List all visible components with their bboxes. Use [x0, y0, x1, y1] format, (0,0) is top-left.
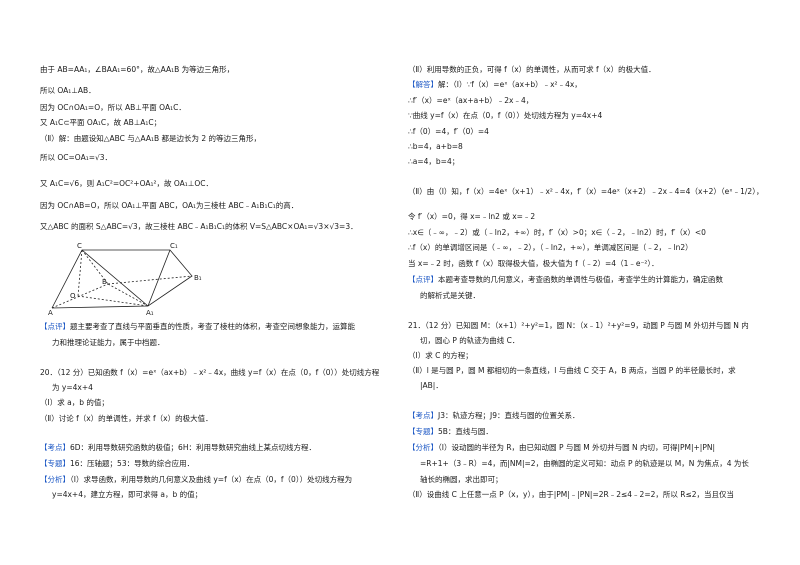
text-line: ∴f′（x）=eˣ（ax+a+b）﹣2x﹣4， — [408, 96, 534, 105]
comment-line-1: 【点评】题主要考查了直线与平面垂直的性质，考查了棱柱的体积，考查空间想象能力，运… — [40, 322, 355, 331]
figure-label-b1: B₁ — [194, 274, 202, 282]
zhuanti-tag: 【专题】 — [40, 459, 70, 468]
q21-line-2: 切，圆心 P 的轨迹为曲线 C． — [420, 336, 520, 345]
text-line: 所以 OA₁⊥AB． — [40, 86, 96, 95]
text-line: 当 x=﹣2 时，函数 f（x）取得极大值，极大值为 f（﹣2）=4（1﹣e⁻²… — [408, 259, 659, 268]
text-line: 因为 OC∩AB=O，所以 OA₁⊥平面 ABC，OA₁为三棱柱 ABC﹣A₁B… — [40, 201, 299, 210]
comment-line-2: 力和推理论证能力，属于中档题． — [52, 338, 165, 347]
jieda-line: 【解答】解：（Ⅰ）∵f（x）=eˣ（ax+b）﹣x²﹣4x， — [408, 80, 582, 89]
fenxi-line-right-1: 【分析】（Ⅰ）设动圆的半径为 R，由已知动圆 P 与圆 M 外切并与圆 N 内切… — [408, 443, 715, 452]
text-line: 因为 OC∩OA₁=O，所以 AB⊥平面 OA₁C． — [40, 103, 186, 112]
zhuanti-line: 【专题】16：压轴题；53：导数的综合应用． — [40, 459, 195, 468]
dianping-line-2: 的解析式是关键． — [420, 291, 480, 300]
figure-label-b: B — [102, 278, 107, 286]
zhuanti-line-right: 【专题】5B：直线与圆． — [408, 427, 493, 436]
text-line: （Ⅱ）解：由题设知△ABC 与△AA₁B 都是边长为 2 的等边三角形， — [40, 134, 262, 143]
prism-figure: C C₁ B B₁ O A A₁ — [48, 242, 202, 315]
text-line: 由于 AB=AA₁，∠BAA₁=60°，故△AA₁B 为等边三角形， — [40, 65, 235, 74]
text-line: 所以 OC=OA₁=√3． — [40, 153, 113, 162]
fenxi-tag: 【分析】 — [40, 475, 70, 484]
q21-part-2b: |AB|． — [420, 381, 443, 390]
jieda-tag: 【解答】 — [408, 80, 438, 89]
fenxi-line-1: 【分析】（Ⅰ）求导函数，利用导数的几何意义及曲线 y=f（x）在点（0，f（0）… — [40, 475, 353, 484]
fenxi-line-2: y=4x+4，建立方程，即可求得 a，b 的值； — [52, 490, 203, 499]
text-line: 又△ABC 的面积 S△ABC=√3，故三棱柱 ABC﹣A₁B₁C₁的体积 V=… — [40, 222, 358, 231]
text-line: ∴x∈（﹣∞，﹣2）或（﹣ln2，+∞）时，f′（x）>0；x∈（﹣2，﹣ln2… — [408, 228, 706, 237]
text-line: ∴b=4，a+b=8 — [408, 142, 463, 151]
comment-tag: 【点评】 — [40, 322, 70, 331]
fenxi-tag: 【分析】 — [408, 443, 438, 452]
text-line: 又 A₁C=√6，则 A₁C²=OC²+OA₁²，故 OA₁⊥OC． — [40, 179, 213, 188]
q21-part-2a: （Ⅱ）l 是与圆 P，圆 M 都相切的一条直线，l 与曲线 C 交于 A，B 两… — [408, 366, 736, 375]
kaodian-line: 【考点】6D：利用导数研究函数的极值；6H：利用导数研究曲线上某点切线方程． — [40, 443, 316, 452]
q20-part-1: （Ⅰ）求 a，b 的值； — [40, 398, 109, 407]
dianping-line-1: 【点评】本题考查导数的几何意义，考查函数的单调性与极值，考查学生的计算能力，确定… — [408, 275, 723, 284]
fenxi-line-right-4: （Ⅱ）设曲线 C 上任意一点 P（x，y），由于|PM|﹣|PN|=2R﹣2≤4… — [408, 490, 735, 499]
text-line: ∴f（x）的单调增区间是（﹣∞，﹣2），（﹣ln2，+∞），单调减区间是（﹣2，… — [408, 243, 693, 252]
text-line: ∴f（0）=4，f′（0）=4 — [408, 127, 489, 136]
kaodian-line-right: 【考点】J3：轨迹方程；J9：直线与圆的位置关系． — [408, 411, 580, 420]
q20-line-2: 为 y=4x+4 — [52, 383, 93, 392]
figure-label-o: O — [70, 292, 76, 300]
figure-label-c1: C₁ — [170, 242, 178, 250]
kaodian-tag: 【考点】 — [40, 443, 70, 452]
text-line: （Ⅱ）利用导数的正负，可得 f（x）的单调性，从而可求 f（x）的极大值． — [408, 65, 656, 74]
q20-part-2: （Ⅱ）讨论 f（x）的单调性，并求 f（x）的极大值． — [40, 414, 213, 423]
kaodian-tag: 【考点】 — [408, 411, 438, 420]
text-line: ∵曲线 y=f（x）在点（0，f（0））处切线方程为 y=4x+4 — [408, 111, 603, 120]
figure-label-a: A — [48, 309, 53, 315]
q21-part-1: （Ⅰ）求 C 的方程； — [408, 351, 473, 360]
figure-label-a1: A₁ — [146, 309, 154, 315]
text-line: 又 A₁C⊂平面 OA₁C，故 AB⊥A₁C； — [40, 118, 162, 127]
q21-line-1: 21．（12 分）已知圆 M：（x+1）²+y²=1，圆 N：（x﹣1）²+y²… — [408, 321, 749, 330]
fenxi-line-right-2: =R+1+（3﹣R）=4，而|NM|=2，由椭圆的定义可知：动点 P 的轨迹是以… — [420, 459, 749, 468]
q20-line-1: 20．（12 分）已知函数 f（x）=eˣ（ax+b）﹣x²﹣4x，曲线 y=f… — [40, 368, 380, 377]
text-line: ∴a=4，b=4； — [408, 157, 460, 166]
fenxi-line-right-3: 轴长的椭圆，求出即可； — [420, 475, 503, 484]
dianping-tag: 【点评】 — [408, 275, 438, 284]
text-line: （Ⅱ）由（Ⅰ）知，f（x）=4eˣ（x+1）﹣x²﹣4x，f′（x）=4eˣ（x… — [408, 187, 764, 196]
zhuanti-tag: 【专题】 — [408, 427, 438, 436]
figure-label-c: C — [77, 242, 82, 250]
text-line: 令 f′（x）=0，得 x=﹣ln2 或 x=﹣2 — [408, 212, 536, 221]
